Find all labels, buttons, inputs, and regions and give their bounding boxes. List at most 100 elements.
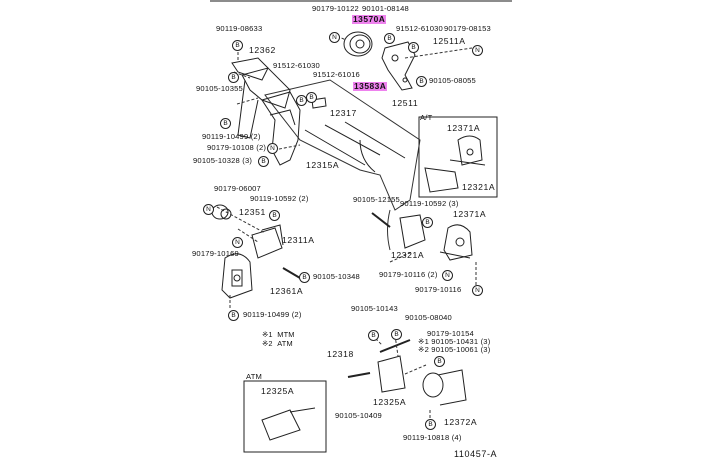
atm-inset-bracket [261,407,316,441]
b-bolt-symbol: B [384,33,395,44]
n-nut-symbol: N [329,32,340,43]
legend-label-mtm: MTM [277,330,295,339]
label-90179-10122: 90179-10122 [312,4,359,13]
bracket-12311A-part [251,224,284,259]
label-90119-10818-4: 90119-10818 (4) [403,433,462,442]
at-inset-mount [424,135,486,193]
bolt-90105-10409-part [347,372,371,378]
label-12325A-inset: 12325A [261,386,295,396]
label-12361A: 12361A [270,286,304,296]
at-inset-box [418,116,498,198]
n-nut-symbol: N [203,204,214,215]
label-90179-06007: 90179-06007 [214,184,261,193]
label-90119-10499-2: 90119-10499 (2) [202,132,261,141]
b-bolt-symbol: B [228,310,239,321]
label-12315A: 12315A [306,160,340,170]
label-90105-12155: 90105-12155 [353,195,400,204]
label-90179-10169: 90179-10169 [192,249,239,258]
label-12317: 12317 [330,108,357,118]
label-12321A-inset: 12321A [462,182,496,192]
b-bolt-symbol: B [425,419,436,430]
idler-pulley-part [343,31,373,57]
label-90105-10431-3: ※1 90105-10431 (3) [418,337,491,346]
mount-12361A-part [221,253,253,299]
label-90105-08055: 90105-08055 [429,76,476,85]
legend-mark-1: ※1 [262,330,273,339]
b-bolt-symbol: B [434,356,445,367]
b-bolt-symbol: B [422,217,433,228]
legend-atm: ※2 ATM [262,339,293,348]
label-13583A-highlighted[interactable]: 13583A [353,81,388,91]
top-border-line [210,0,512,2]
label-91512-61030: 91512-61030 [396,24,443,33]
label-90105-10061-3: ※2 90105-10061 (3) [418,345,491,354]
label-90101-08148: 90101-08148 [362,4,409,13]
label-91512-61016: 91512-61016 [313,70,360,79]
n-nut-symbol: N [442,270,453,281]
bracket-12321A-part [399,214,426,249]
label-90105-10328-3: 90105-10328 (3) [193,156,253,165]
n-nut-symbol: N [267,143,278,154]
label-12351: 12351 [239,207,266,217]
label-90119-10592-3: 90119-10592 (3) [400,199,459,208]
label-90119-10499-2-b: 90119-10499 (2) [243,310,302,319]
label-12362: 12362 [249,45,276,55]
label-90119-10592-2: 90119-10592 (2) [250,194,309,203]
legend-mark-2: ※2 [262,339,273,348]
b-bolt-symbol: B [368,330,379,341]
at-inset-label: A/T [420,113,433,122]
label-90119-08633: 90119-08633 [216,24,263,33]
b-bolt-symbol: B [299,272,310,283]
label-90105-08040: 90105-08040 [405,313,452,322]
label-90105-10355: 90105-10355 [196,84,243,93]
label-90179-10108-2: 90179-10108 (2) [207,143,267,152]
b-bolt-symbol: B [258,156,269,167]
bolt-90105-10348-part [282,267,301,279]
label-12511: 12511 [392,98,419,108]
bracket-12362-part [231,57,291,139]
label-12371A-inset: 12371A [447,123,481,133]
atm-inset-label: ATM [246,372,263,381]
bracket-12325A-part [377,355,406,393]
label-12372A: 12372A [444,417,478,427]
atm-inset-box [243,380,327,453]
cushion-12351-part [211,204,232,220]
label-90105-10409: 90105-10409 [335,411,382,420]
label-90179-10116-2: 90179-10116 (2) [379,270,438,279]
diagram-reference-code: 110457-A [454,449,498,459]
label-12321A: 12321A [391,250,425,260]
bracket-12317-part [311,97,327,109]
b-bolt-symbol: B [228,72,239,83]
b-bolt-symbol: B [220,118,231,129]
strap-12318-part [379,339,411,353]
label-13570A-highlighted[interactable]: 13570A [352,14,387,24]
b-bolt-symbol: B [408,42,419,53]
legend-mtm: ※1 MTM [262,330,295,339]
label-90179-08153: 90179-08153 [444,24,491,33]
label-12325A: 12325A [373,397,407,407]
b-bolt-symbol: B [306,92,317,103]
n-nut-symbol: N [472,285,483,296]
n-nut-symbol: N [472,45,483,56]
n-nut-symbol: N [232,237,243,248]
mount-12372A-part [422,369,467,406]
label-90105-10348: 90105-10348 [313,272,360,281]
bolt-90105-12155-part [371,212,391,228]
label-90105-10143: 90105-10143 [351,304,398,313]
label-90179-10154: 90179-10154 [427,329,474,338]
label-12511A: 12511A [433,36,466,46]
b-bolt-symbol: B [232,40,243,51]
bracket-12315A-part [261,91,301,166]
label-12371A: 12371A [453,209,487,219]
label-12311A: 12311A [282,235,315,245]
b-bolt-symbol: B [391,329,402,340]
legend-label-atm: ATM [277,339,293,348]
b-bolt-symbol: B [416,76,427,87]
label-91512-61030-b: 91512-61030 [273,61,320,70]
label-12318: 12318 [327,349,354,359]
label-90179-10116: 90179-10116 [415,285,462,294]
leader-dashed-lines [216,35,477,420]
mount-12371A-part [439,224,473,261]
